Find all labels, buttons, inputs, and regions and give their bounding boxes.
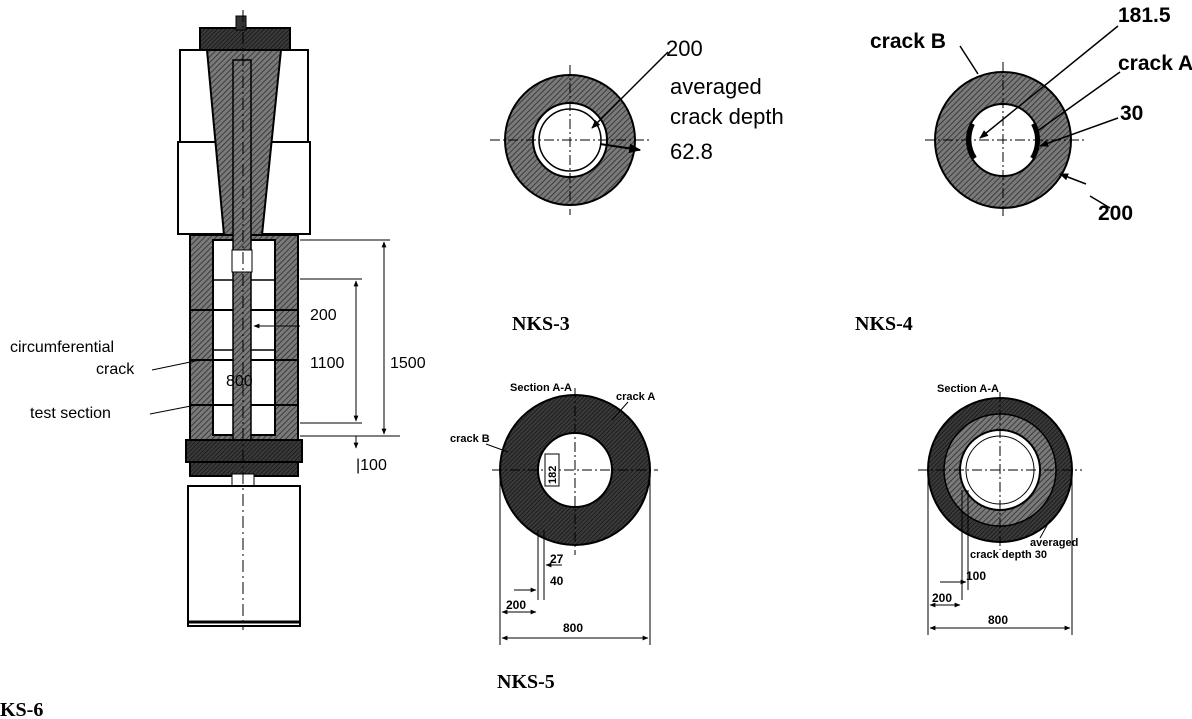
nks4-crack-b-label: crack B <box>870 30 946 53</box>
nks3-crack-depth: crack depth <box>670 104 784 129</box>
nks6-caption: KS-6 <box>0 699 43 719</box>
top-pin <box>235 15 247 31</box>
nks5-drawing <box>485 388 658 645</box>
nks6-crack-depth: crack depth 30 <box>970 549 1047 561</box>
nks5-crack-a-leader <box>611 401 629 421</box>
nks3-depth-leader <box>599 143 642 154</box>
nks6-section: Section A-A <box>937 383 999 395</box>
nks5-dim-800: 800 <box>563 621 583 635</box>
nks5-dim-200: 200 <box>506 598 526 612</box>
nks5-182-box <box>544 453 560 487</box>
nks5-dim-40: 40 <box>550 574 564 588</box>
nks4-200-arrow <box>1059 173 1087 185</box>
nks5-dim-182: 182 <box>547 466 559 484</box>
top-cap <box>199 27 291 51</box>
nks6-dim-100: 100 <box>966 569 986 583</box>
nks3-drawing <box>490 51 669 215</box>
nks4-dim-181: 181.5 <box>1118 4 1171 27</box>
specimen-drawing <box>149 10 400 630</box>
nks3-caption: NKS-3 <box>512 313 570 335</box>
nks6-averaged: averaged <box>1030 537 1078 549</box>
nks4-crack-a <box>1030 123 1040 160</box>
dim-800-left: 800 <box>226 373 253 390</box>
nks4-crack-b <box>967 123 977 160</box>
nks3-averaged: averaged <box>670 74 762 99</box>
nks6-dim-200: 200 <box>932 591 952 605</box>
nks5-dim-27: 27 <box>550 552 564 566</box>
lower-housing <box>187 485 301 627</box>
nks4-crack-b-leader <box>959 45 979 75</box>
nks5-crack-b-leader <box>485 443 509 453</box>
dim-100-left: |100 <box>356 457 387 474</box>
crack-leader <box>151 359 201 371</box>
nks5-section: Section A-A <box>510 382 572 394</box>
nks6-depth-leader <box>1039 519 1051 539</box>
nks3-200-leader <box>591 51 669 129</box>
nks4-200-leader <box>1089 195 1111 209</box>
label-test-section: test section <box>30 405 111 422</box>
nks4-181-leader <box>979 25 1119 139</box>
dim-1100: 1100 <box>310 355 345 372</box>
nks5-caption: NKS-5 <box>497 671 555 693</box>
test-section-leader <box>149 404 197 415</box>
label-circumferential: circumferential <box>10 339 114 356</box>
nks4-dim-30: 30 <box>1120 102 1143 125</box>
bottom-flange <box>185 439 303 463</box>
nks6-drawing <box>918 392 1082 635</box>
nks5-crack-b: crack B <box>450 433 490 445</box>
nks4-caption: NKS-4 <box>855 313 913 335</box>
nks4-crack-a-label: crack A <box>1118 52 1192 75</box>
nks4-30-leader <box>1039 117 1119 147</box>
nks3-depth-value: 62.8 <box>670 139 713 164</box>
nks6-dim-800: 800 <box>988 613 1008 627</box>
nks4-dim-200: 200 <box>1098 202 1133 225</box>
nks4-drawing <box>925 25 1121 218</box>
dim-1500: 1500 <box>390 355 426 372</box>
nks4-crack-a-leader <box>1035 71 1121 133</box>
rod-joint <box>231 249 253 273</box>
label-crack: crack <box>96 361 135 378</box>
nks5-crack-a: crack A <box>616 391 655 403</box>
nks3-dim-200: 200 <box>666 36 703 61</box>
dim-200-left: 200 <box>310 307 337 324</box>
